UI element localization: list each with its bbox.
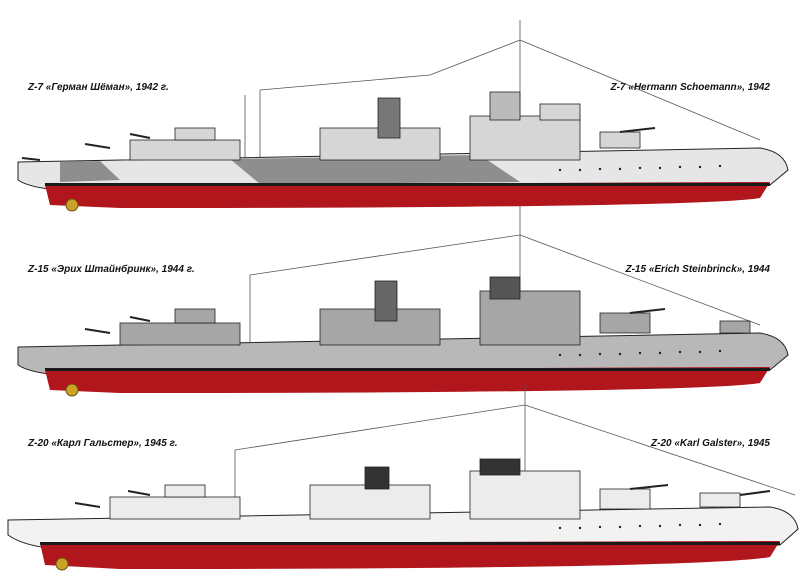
- ship-1-rigging: [244, 20, 761, 160]
- ship-2-label-ru: Z-15 «Эрих Штайнбринк», 1944 г.: [28, 264, 195, 275]
- ship-2-propeller: [65, 383, 79, 397]
- ship-2-label-en: Z-15 «Erich Steinbrinck», 1944: [625, 264, 770, 275]
- ship-1-label-en: Z-7 «Hermann Schoemann», 1942: [610, 82, 770, 93]
- ship-2-drawing: [17, 205, 789, 397]
- ship-2-superstructure: [119, 276, 751, 346]
- ship-1-guns: [21, 127, 656, 161]
- ship-2-waterline: [45, 367, 770, 393]
- ship-3-guns: [74, 484, 771, 508]
- ship-3-portholes: [558, 522, 722, 530]
- ship-2-portholes: [558, 349, 722, 357]
- ship-3-drawing: [7, 385, 799, 571]
- ship-1-propeller: [65, 198, 79, 212]
- ship-3-boot-top: [40, 542, 780, 545]
- ship-1-label-ru: Z-7 «Герман Шёман», 1942 г.: [28, 82, 169, 93]
- ship-3-propeller: [55, 557, 69, 571]
- ship-2-guns: [84, 308, 666, 334]
- ship-3-superstructure: [109, 458, 741, 520]
- ship-3-label-en: Z-20 «Karl Galster», 1945: [651, 438, 770, 449]
- ship-1-drawing: [17, 20, 789, 212]
- ship-3-waterline: [40, 541, 780, 569]
- ship-1-boot-top: [45, 183, 770, 186]
- ship-3-rigging: [234, 385, 796, 510]
- ship-3-label-ru: Z-20 «Карл Гальстер», 1945 г.: [28, 438, 178, 449]
- ship-2-boot-top: [45, 368, 770, 371]
- ship-1-camo: [60, 155, 520, 184]
- ship-1-waterline: [45, 182, 770, 208]
- ship-1-portholes: [558, 164, 722, 172]
- ship-1-superstructure: [129, 91, 641, 161]
